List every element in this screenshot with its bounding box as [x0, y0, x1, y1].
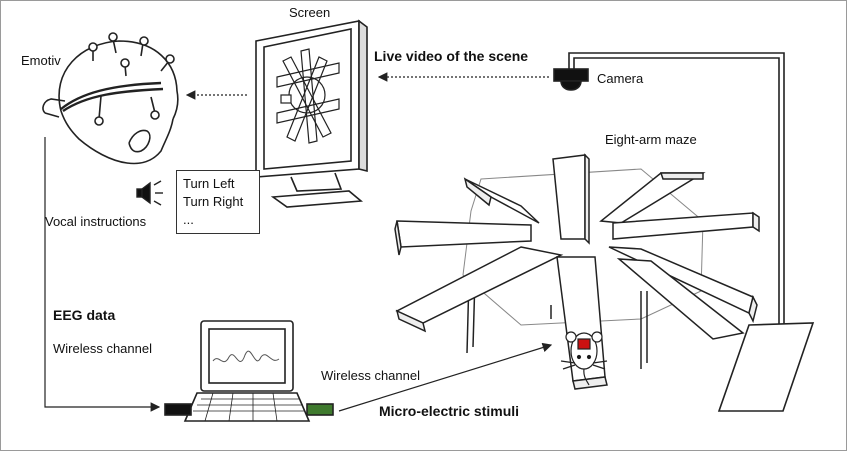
camera-stand	[568, 52, 815, 412]
live-video-label: Live video of the scene	[374, 48, 529, 64]
instruction-item: Turn Right	[183, 194, 244, 209]
eeg-data-arrow	[44, 137, 161, 412]
instruction-item: Turn Left	[183, 176, 235, 191]
laptop-to-rat-arrow	[338, 342, 553, 412]
wireless-channel-left-label: Wireless channel	[53, 341, 152, 356]
emotiv-label: Emotiv	[21, 53, 61, 68]
eight-arm-maze-label: Eight-arm maze	[605, 132, 697, 147]
speaker-icon	[136, 180, 163, 206]
monitor-icon	[255, 19, 368, 208]
eeg-data-label: EEG data	[53, 307, 116, 323]
vocal-instructions-box: Turn Left Turn Right ...	[176, 170, 260, 234]
eeg-headset-icon	[42, 32, 179, 165]
eight-arm-maze	[394, 153, 760, 390]
laptop-icon	[164, 320, 334, 422]
camera-icon	[553, 68, 589, 91]
camera-label: Camera	[597, 71, 644, 86]
wireless-channel-bottom-label: Wireless channel	[321, 368, 420, 383]
rat-icon	[560, 331, 608, 386]
instruction-item: ...	[183, 212, 194, 227]
micro-electric-stimuli-label: Micro-electric stimuli	[379, 403, 520, 419]
screen-label: Screen	[289, 5, 331, 20]
vocal-instructions-label: Vocal instructions	[45, 214, 147, 229]
